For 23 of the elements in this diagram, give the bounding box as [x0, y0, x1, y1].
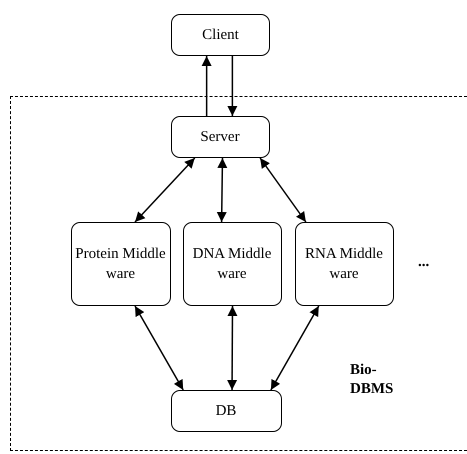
arrow [270, 306, 320, 390]
arrow [259, 158, 306, 222]
rounded-box [170, 116, 270, 158]
arrow [202, 56, 212, 116]
arrow [227, 306, 238, 390]
node-label: Server [200, 128, 240, 146]
node-label: DNA Middle ware [192, 244, 272, 284]
arrow [134, 157, 196, 223]
node-label: Client [202, 26, 239, 45]
node-label: RNA Middle ware [304, 244, 384, 284]
group-label: Bio- DBMS [350, 361, 394, 399]
arrow [216, 158, 228, 222]
rounded-box [294, 222, 394, 306]
rounded-box [171, 14, 270, 56]
node-label: Protein Middle ware [74, 244, 167, 284]
rounded-box [70, 222, 170, 306]
rounded-box [170, 390, 282, 432]
ellipsis-label: ... [418, 254, 430, 271]
node-label: DB [216, 402, 236, 420]
dashed-boundary [10, 96, 467, 451]
arrow [134, 306, 184, 390]
arrow [227, 56, 238, 116]
rounded-box [182, 222, 282, 306]
